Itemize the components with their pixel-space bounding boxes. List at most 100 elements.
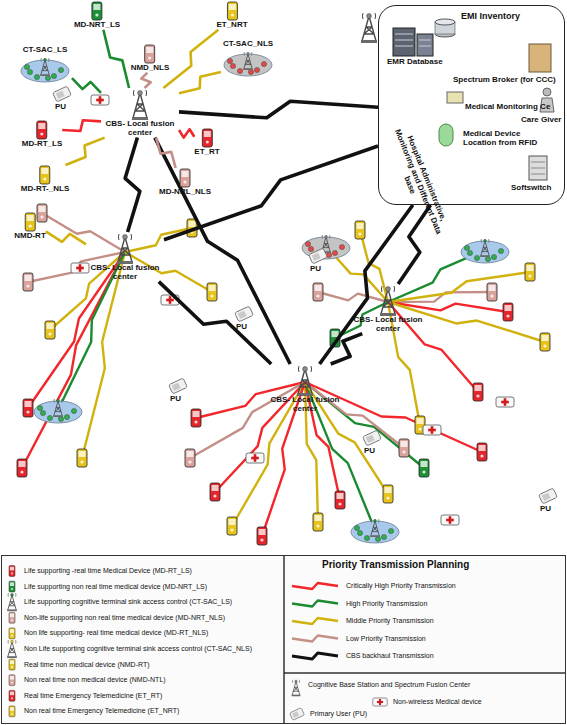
medical-device-body (373, 698, 387, 706)
device-body (9, 628, 15, 639)
sensor-dot (332, 250, 337, 255)
device-screen (25, 401, 32, 407)
sensor-dot (354, 525, 359, 530)
wireless-link (318, 292, 388, 302)
priority-link (62, 120, 101, 131)
legend-heading: Priority Transmission Planning (322, 559, 469, 571)
device-label: MD-RT_LS (22, 140, 62, 149)
tower-mast (54, 401, 62, 416)
device-body (313, 513, 323, 531)
base-station-node: CBS- Local fusion center (101, 88, 179, 138)
base-station-node: CBS- Local fusion center (86, 232, 164, 282)
device-button (358, 232, 361, 235)
legend-entry: Primary User (PU) (310, 710, 367, 718)
device-screen (94, 4, 101, 10)
device-button (490, 294, 493, 297)
wireless-link (360, 230, 388, 302)
care-giver-head (543, 88, 551, 96)
legend-text: CBS backhaul Transmission (346, 652, 434, 659)
rfid-tag (439, 124, 453, 146)
device-body (25, 213, 35, 231)
device-label: MD-NRT_LS (74, 21, 120, 30)
cluster-icon (21, 58, 69, 82)
device-body (313, 283, 323, 301)
sensor-dot (237, 68, 242, 73)
medical-device-body (423, 425, 441, 435)
device-body (45, 321, 55, 339)
backhaul-link (320, 205, 413, 364)
priority-link (141, 73, 151, 88)
primary-user-icon (169, 378, 188, 394)
sensor-dot (37, 405, 42, 410)
legend-text: Critically High Priority Transmission (346, 582, 456, 589)
sensor-dot (45, 75, 50, 80)
device-button (316, 294, 319, 297)
sensor-dot (381, 534, 386, 539)
tower-top (11, 640, 14, 643)
cluster-icon (224, 52, 272, 76)
legend-entry: Life supporting non real time medical de… (24, 583, 207, 591)
device-screen (489, 285, 496, 291)
tower-icon (292, 680, 301, 697)
legend-line-sample (292, 653, 338, 659)
primary-user-body (539, 488, 558, 504)
priority-link (156, 138, 176, 168)
backhaul-link (155, 138, 290, 364)
device-button (80, 460, 83, 463)
pu-icon (169, 378, 188, 394)
red-cross (251, 457, 259, 460)
device-screen (38, 123, 45, 129)
legend-entry: Middle Priority Transmission (346, 617, 434, 625)
device-icon (200, 128, 214, 148)
tower-top (11, 594, 14, 597)
device-button (422, 470, 425, 473)
device-screen (332, 331, 339, 337)
tower-waves (41, 58, 49, 62)
phone-icon (145, 45, 155, 63)
priority-link (179, 129, 194, 137)
pu-icon (53, 86, 72, 102)
device-button (11, 666, 13, 668)
sensor-cluster-area (21, 60, 69, 82)
legend-line-sample (292, 636, 338, 642)
device-body (9, 659, 15, 670)
device-screen (421, 461, 428, 467)
device-body (17, 459, 27, 477)
tower-waves (244, 52, 252, 56)
equipment-label: Medical Monitoring Ce (465, 103, 550, 112)
device-label: ET_RT (194, 148, 219, 157)
device-node: CT-SAC_LS (18, 46, 72, 83)
legend-text: Low Priority Transmission (346, 635, 426, 642)
primary-user-label: PU (55, 102, 66, 111)
legend-entry: Non real time non medical device (NMD-NT… (24, 676, 166, 684)
equipment-label: Spectrum Broker (for CCC) (453, 76, 556, 85)
primary-user-screen (312, 253, 321, 261)
phone-icon (383, 485, 393, 503)
tower-base (480, 255, 490, 257)
device-button (528, 274, 531, 277)
tower-waves (322, 235, 330, 239)
backhaul-link (159, 282, 271, 364)
tower-icon (480, 239, 490, 257)
tower-mast (381, 289, 395, 314)
primary-user-screen (56, 91, 65, 99)
device-button (11, 619, 13, 621)
pu-icon (309, 248, 328, 264)
cluster-icon (351, 519, 399, 543)
device-screen (527, 265, 534, 271)
tower-mast (8, 595, 16, 610)
device-node: MD-NRT_LS (74, 1, 120, 30)
tower-icon (243, 52, 253, 70)
device-body (210, 483, 220, 501)
sensor-dot (357, 530, 362, 535)
device-body (355, 221, 365, 239)
primary-user-label: PU (236, 322, 247, 331)
tower-mast (292, 681, 300, 695)
legend-entry: Non-wireless Medical device (393, 698, 482, 706)
primary-user-icon (53, 86, 72, 102)
sensor-dot (485, 256, 490, 261)
device-button (95, 13, 98, 16)
base-station-icon (125, 88, 155, 120)
red-cross (377, 701, 383, 703)
tower-mast (298, 369, 312, 394)
